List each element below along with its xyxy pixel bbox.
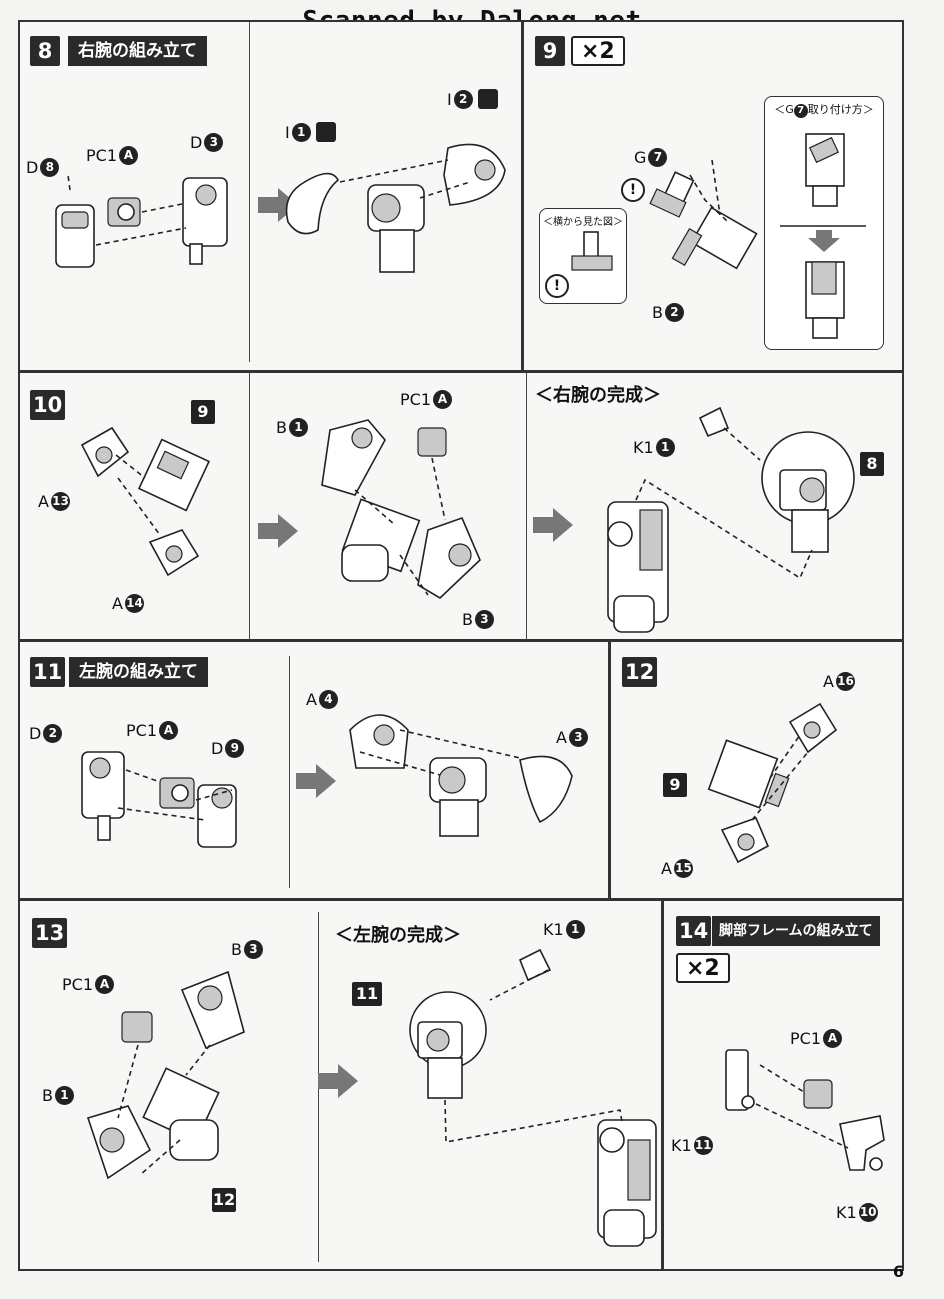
sticker-icon [477, 89, 498, 109]
page-number: 6 [892, 1262, 904, 1281]
step-8-divider [249, 22, 250, 362]
step-14-multiplier: ×2 [676, 953, 730, 983]
step-13-flow-arrow [318, 1064, 358, 1098]
right-arm-complete-title: ＜右腕の完成＞ [535, 385, 661, 406]
step-12-number: 12 [622, 657, 658, 687]
step-14-number: 14 [676, 916, 712, 946]
step-8-number: 8 [30, 36, 60, 66]
side-view-title: ＜横から見た図＞ [543, 217, 623, 228]
step-9-multiplier: ×2 [571, 36, 625, 66]
ref-badge-12: 12 [212, 1188, 236, 1212]
step-10-divider-b [526, 372, 527, 640]
step-14-title: 脚部フレームの組み立て [712, 916, 880, 946]
step-10-flow-arrow-b [533, 508, 573, 542]
ref-badge-11: 11 [352, 982, 382, 1006]
step-11-number: 11 [30, 657, 66, 687]
ref-badge-9: 9 [191, 400, 215, 424]
caution-icon: ! [545, 274, 569, 298]
step-11-flow-arrow [296, 764, 336, 798]
step-11-divider [289, 656, 290, 888]
step-10-number: 10 [30, 390, 66, 420]
step-8-panel [18, 20, 523, 372]
ref-badge-9: 9 [663, 773, 687, 797]
step-11-title: 左腕の組み立て [69, 657, 208, 687]
left-arm-complete-title: ＜左腕の完成＞ [335, 925, 461, 946]
step-13-number: 13 [32, 918, 68, 948]
sticker-icon [315, 122, 336, 142]
step-8-flow-arrow [258, 188, 298, 222]
step-9-number: 9 [535, 36, 565, 66]
ref-badge-8: 8 [860, 452, 884, 476]
step-10-divider-a [249, 372, 250, 640]
step-10-flow-arrow-a [258, 514, 298, 548]
step-10-panel [18, 371, 904, 641]
step-8-title: 右腕の組み立て [68, 36, 207, 66]
caution-icon: ! [621, 178, 645, 202]
